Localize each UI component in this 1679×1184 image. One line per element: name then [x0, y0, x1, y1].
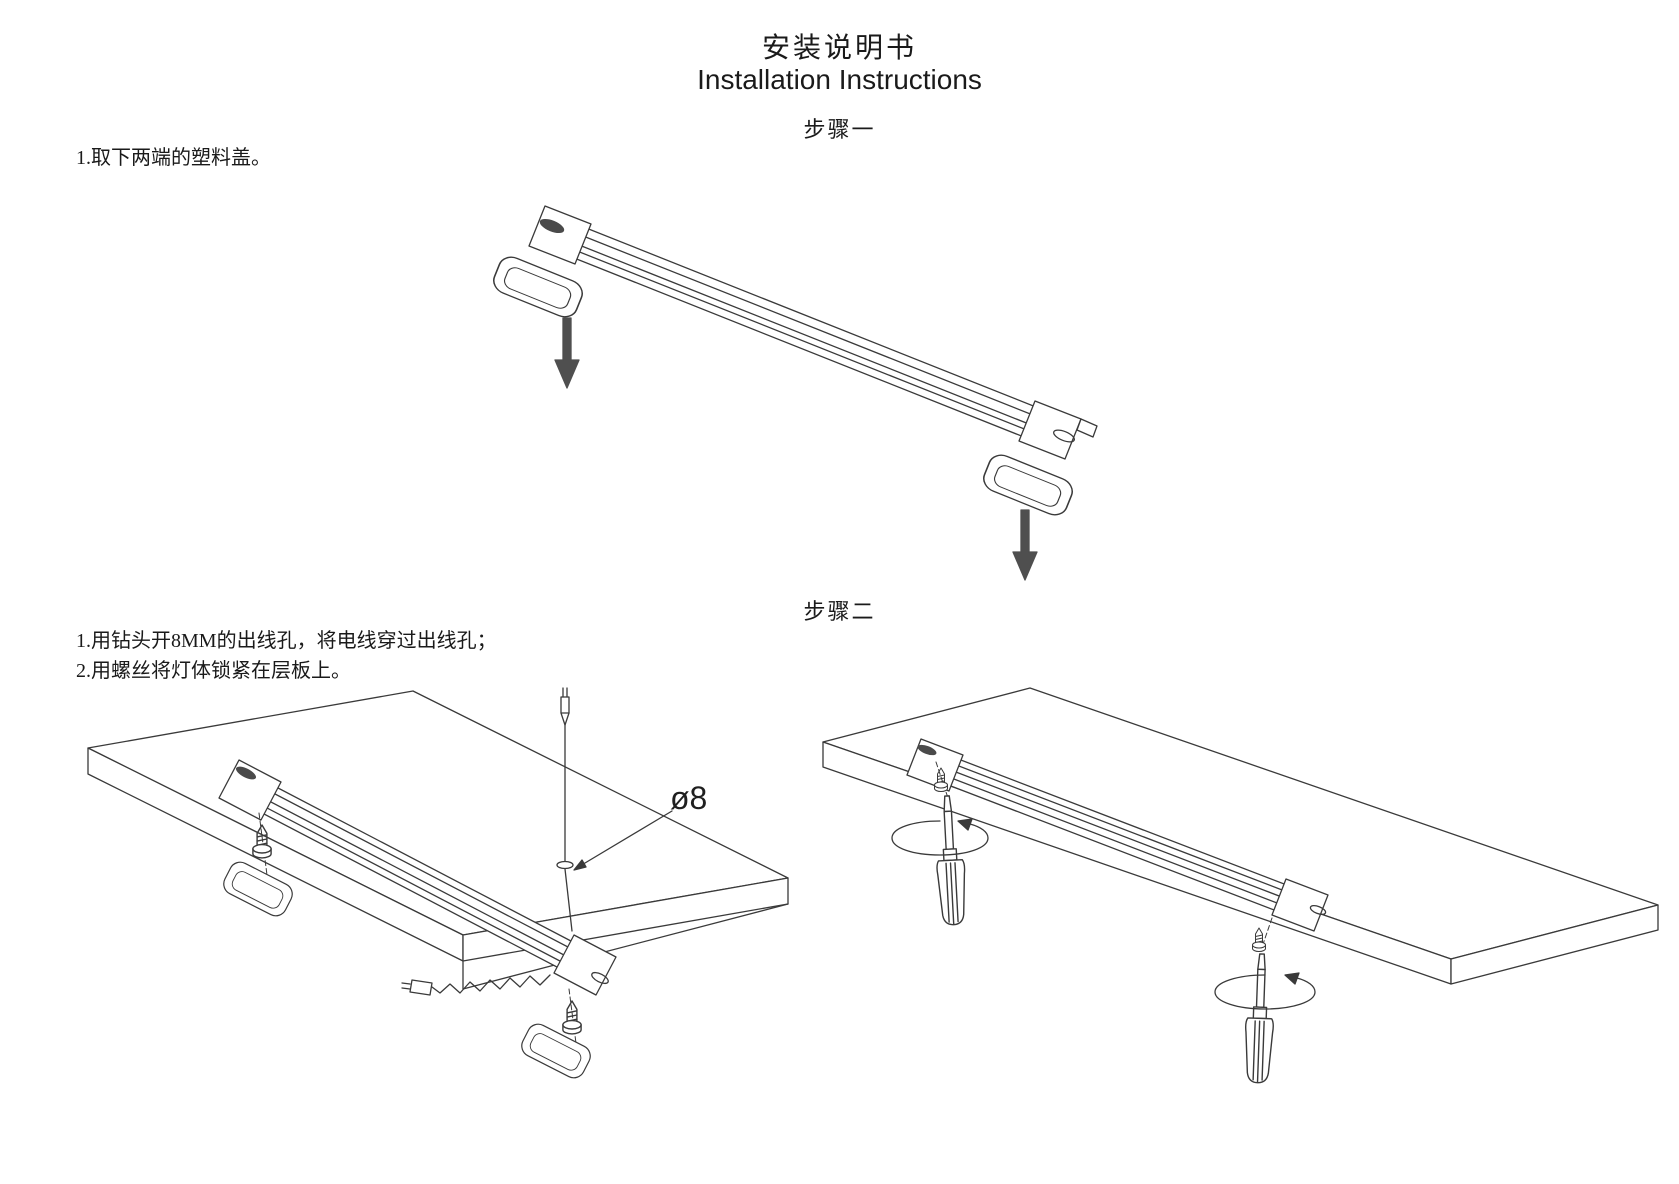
screw-hole	[1309, 905, 1327, 915]
screwdriver-icon	[1242, 952, 1277, 1085]
end-bracket-left	[906, 738, 964, 792]
light-bar	[218, 759, 617, 996]
end-bracket-left	[218, 759, 282, 821]
step1-instruction-1: 1.取下两端的塑料盖。	[76, 147, 271, 169]
screw-axis-left	[258, 812, 268, 876]
step2-figure-left: ø8	[87, 687, 789, 1083]
step2-instruction-1: 1.用钻头开8MM的出线孔，将电线穿过出线孔；	[76, 630, 497, 652]
end-cap-right	[517, 1019, 595, 1083]
power-cord-coil	[401, 974, 551, 996]
down-arrow-icon	[554, 317, 580, 389]
light-bar	[528, 205, 1098, 460]
end-bracket-right	[1018, 400, 1082, 460]
mounting-screw-right	[561, 1000, 583, 1035]
mounting-tab	[1076, 418, 1098, 438]
hole-diameter-label: ø8	[670, 780, 707, 816]
screw-axis-right	[568, 988, 578, 1052]
screw-hole	[1053, 429, 1075, 443]
rotation-arrow-icon	[891, 818, 989, 856]
step2-instruction-2: 2.用螺丝将灯体锁紧在层板上。	[76, 660, 351, 682]
page-title-en: Installation Instructions	[697, 64, 982, 95]
hole-diameter-callout: ø8	[573, 780, 707, 871]
down-arrow-icon	[1012, 509, 1038, 581]
power-wire	[560, 687, 573, 932]
step2-figure-right	[822, 687, 1659, 1085]
connector-slot	[539, 218, 565, 234]
step1-heading: 步骤一	[803, 117, 876, 142]
mounting-screw-right	[1251, 927, 1267, 953]
end-bracket-right	[553, 934, 617, 996]
screw-hole	[591, 971, 609, 985]
end-bracket-right	[1271, 878, 1329, 932]
end-cap-right	[979, 450, 1077, 520]
connector-slot	[235, 766, 257, 780]
wire-hole	[556, 860, 574, 870]
rotation-arrow-icon	[1214, 972, 1316, 1010]
step2-heading: 步骤二	[803, 599, 876, 624]
shelf-board	[87, 690, 789, 990]
step1-figure	[489, 205, 1098, 581]
page-title-cn: 安装说明书	[761, 32, 917, 63]
connector-slot	[917, 744, 937, 756]
light-bar	[906, 738, 1329, 932]
